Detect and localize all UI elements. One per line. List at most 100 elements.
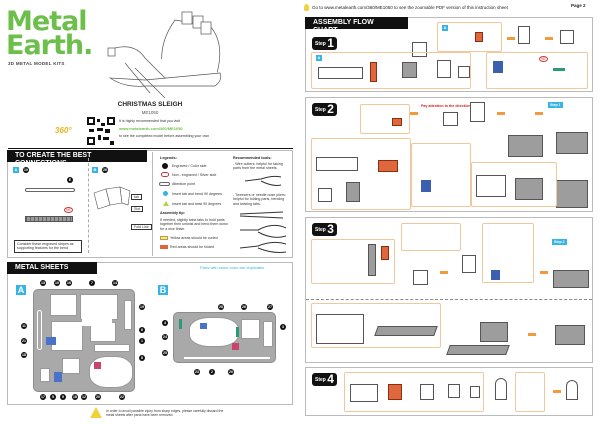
assembly-part [318,188,332,202]
sub-step-box [437,22,502,52]
part-number: 24 [162,334,168,340]
assembly-part [374,326,438,336]
bend-90-icon [163,191,168,196]
assembly-part [555,325,585,345]
visit-text: It is highly recommended that you visit [119,119,180,123]
sub-step-box [311,138,411,210]
legend-yellow: Yellow areas should be curled [170,236,218,240]
assembly-part [556,132,588,154]
part-number: 18 [21,352,27,358]
360-badge[interactable]: 360° [55,126,72,135]
metal-sheet-a [33,289,135,392]
flat-part [316,314,364,344]
direction-note: Pay attention to the direction [421,104,471,108]
flat-part [350,384,378,402]
bend-part [25,188,75,192]
part-number: 5 [50,394,56,400]
assembly-tip-title: Assembly tip: [160,211,185,215]
warning-icon [90,407,102,418]
sub-step-box [360,104,410,134]
part-number: 12 [81,394,87,400]
assembly-part [448,384,460,398]
stripe-note: Consider these engraved stripes as suppo… [14,240,82,253]
sleigh-illustration [107,11,222,98]
assembly-part [443,112,458,126]
metal-sheets-title: METAL SHEETS [7,262,97,274]
engraved-icon [162,163,168,169]
folded-part [392,118,402,126]
twist-90-icon [163,201,169,206]
part-number: 7 [89,280,95,286]
part-number: 13 [40,280,46,286]
pdf-link[interactable]: Go to www.metalearth.com/360/ME1050 to s… [312,5,508,10]
step-1-label: Step 1 [312,37,337,50]
qr-code[interactable] [87,117,115,145]
yellow-swatch [160,236,168,240]
blue-part [493,61,503,73]
assembly-part [412,42,427,57]
blue-part [491,270,500,280]
step-ref-badge: Step 2 [552,239,567,245]
arrow [553,390,561,393]
part-number: 16 [66,280,72,286]
sub-step-box [311,52,471,89]
arrow [507,37,515,40]
arrow [540,271,548,274]
assembly-part [470,102,485,122]
tab-slot-diagram [93,186,131,210]
legend-item: Non - engraved / Silver side [172,173,217,177]
part-number: 23 [194,369,200,375]
engraved-callout: E [67,177,73,183]
sub-step-box [344,372,484,412]
step-1-panel [305,17,593,92]
sub-step-box [311,239,395,284]
flat-part [476,175,506,197]
arrow [528,333,536,336]
part-number: 19 [139,304,145,310]
divider [152,152,153,256]
divider [88,158,89,253]
assembly-part [515,178,543,200]
assembly-part [518,26,530,44]
non-engraved-callout: NE [539,56,548,62]
tools-title: Recommended tools: [233,156,272,160]
page-number: Page 2 [571,3,586,8]
assembly-part [553,270,589,288]
assembly-part [437,60,451,78]
sheet-tag: A [316,55,322,61]
flat-part [318,67,363,79]
part-number: 28 [218,304,224,310]
warning-text: In order to avoid possible injury from s… [106,409,224,418]
model-url-link[interactable]: www.metalearth.com/360/ME1050 [119,126,183,131]
flow-chart-title: ASSEMBLY FLOW CHART [305,17,408,34]
non-engraved-icon [161,172,169,177]
assembly-part [346,182,360,202]
blue-part [421,180,431,192]
assembly-part [446,345,510,355]
folded-part [381,246,389,260]
red-swatch [160,245,168,249]
sub-step-box [311,303,441,348]
connections-panel [7,150,293,258]
step-ref-badge: Step 1 [548,102,563,108]
sheet-tag: A [442,25,448,31]
part-number: 4 [162,320,168,326]
striped-part [25,216,73,222]
arrow [545,37,553,40]
sub-step-box [482,223,534,283]
arrow [440,271,448,274]
step-2-panel [305,97,593,212]
step-2-label: Step 2 [312,103,337,116]
assembly-part [480,322,508,342]
part-number: 3 [280,324,286,330]
brand-logo: Metal Earth. [6,6,93,61]
step-3-label: Step 3 [312,223,337,236]
part-number: 2 [209,369,215,375]
sheet-b-tag: B [92,167,98,173]
wire-cutters-icon [244,175,282,186]
part-number: 22 [119,394,125,400]
part-number: 21 [21,338,27,344]
product-code: ME1050 [141,110,159,115]
part-number: 26 [241,304,247,310]
part-badge: 10 [23,167,29,173]
